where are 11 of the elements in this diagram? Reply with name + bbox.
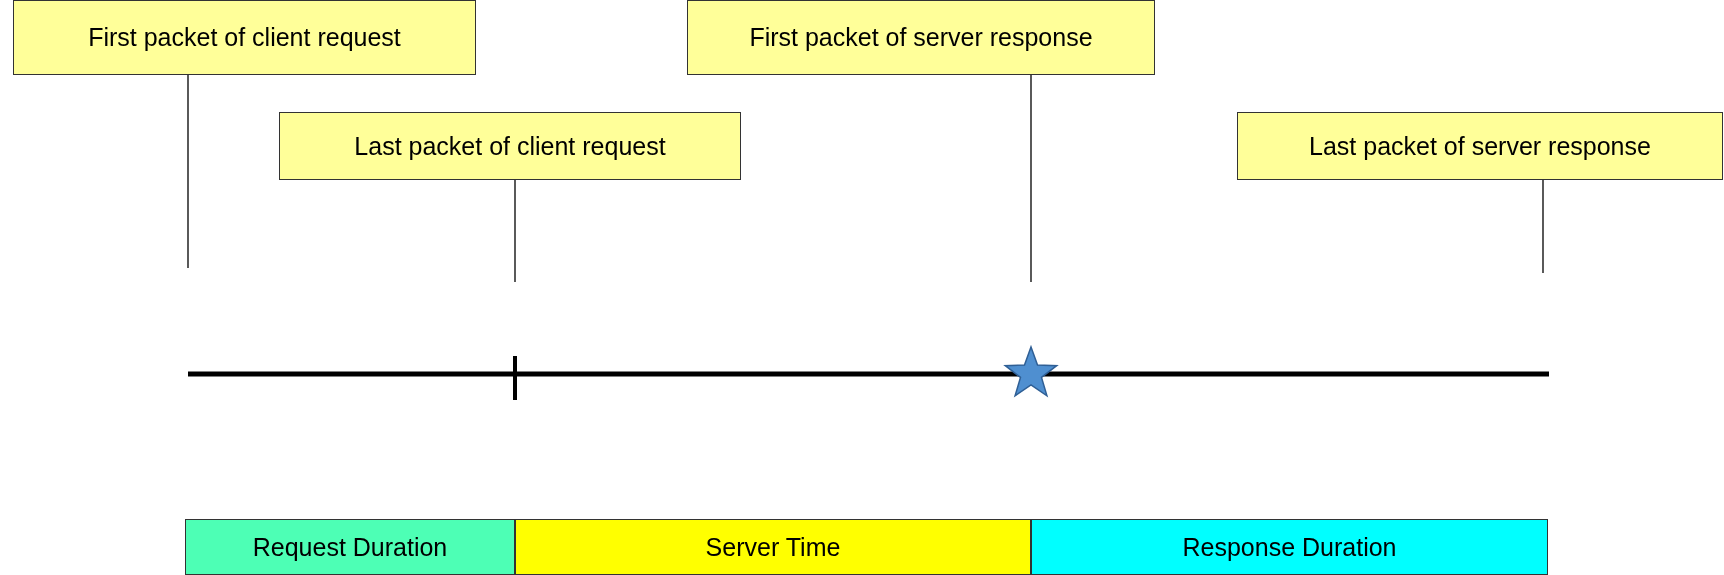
duration-bar: Response Duration	[1031, 519, 1548, 575]
leader-line	[514, 179, 516, 283]
leader-line	[187, 74, 189, 269]
leader-line	[1030, 74, 1032, 283]
callout-box: First packet of server response	[687, 0, 1155, 75]
callout-box: Last packet of server response	[1237, 112, 1723, 180]
leader-line	[1542, 179, 1544, 274]
duration-bar: Server Time	[515, 519, 1031, 575]
duration-bar: Request Duration	[185, 519, 515, 575]
callout-box: First packet of client request	[13, 0, 476, 75]
callout-box: Last packet of client request	[279, 112, 741, 180]
